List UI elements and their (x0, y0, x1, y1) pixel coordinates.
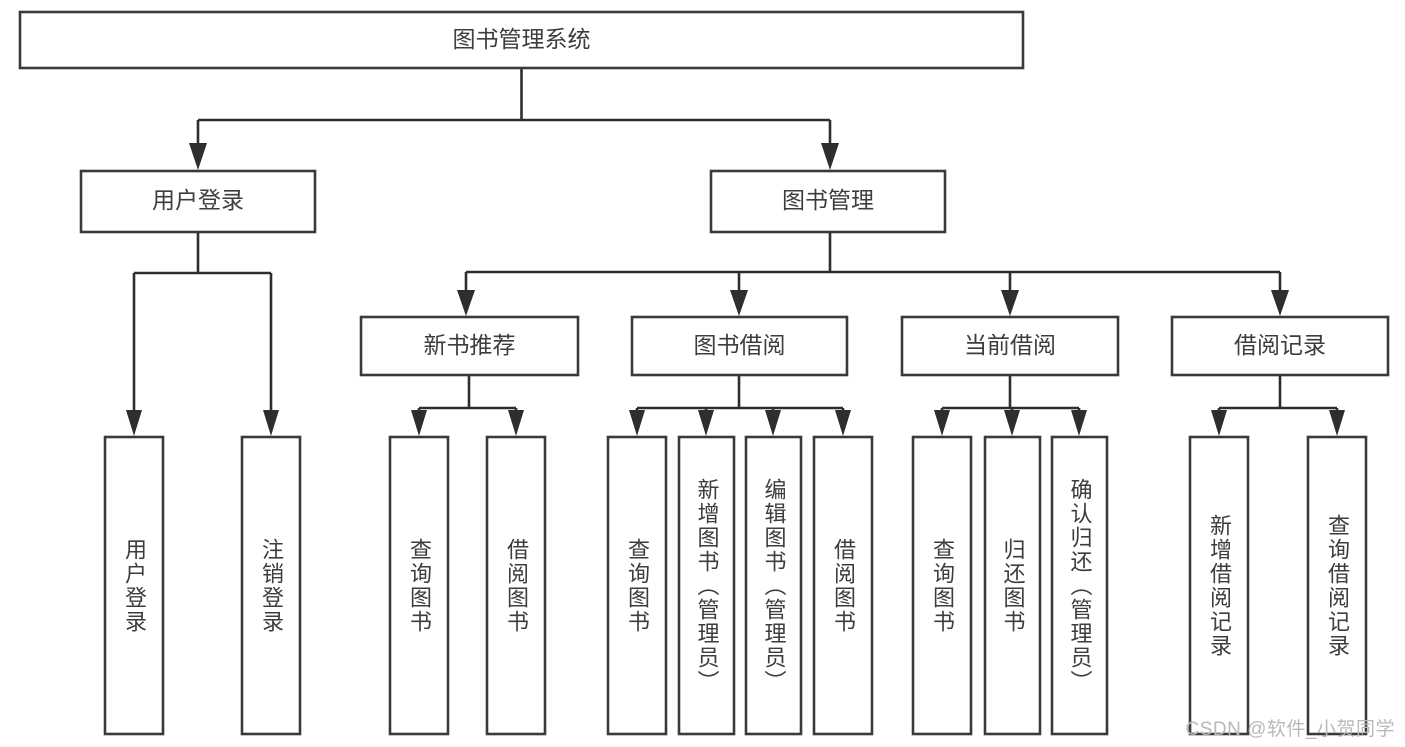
node-leaf-add-book-box[interactable] (677, 435, 736, 736)
node-book-borrow-label: 图书借阅 (694, 332, 786, 358)
arrow-bm-to-book-borrow (730, 290, 748, 316)
node-leaf-confirm-return-box[interactable] (1050, 435, 1109, 736)
node-leaf-query-borrow-record-box[interactable] (1306, 435, 1368, 736)
node-leaf-borrow-book-2-box[interactable] (812, 435, 874, 736)
arrow-bm-to-current-borrow (1001, 290, 1019, 316)
node-root[interactable]: 图书管理系统 (18, 10, 1025, 70)
node-new-book-recommend-label: 新书推荐 (424, 332, 516, 358)
node-borrow-record[interactable]: 借阅记录 (1170, 315, 1390, 377)
arrow-cb-l2 (1004, 410, 1020, 436)
node-user-login[interactable]: 用户登录 (79, 169, 317, 234)
node-book-borrow-box[interactable] (630, 315, 849, 377)
node-root-box[interactable] (18, 10, 1025, 70)
node-leaf-return-book-box[interactable] (983, 435, 1042, 736)
node-leaf-query-book-3-box[interactable] (911, 435, 973, 736)
node-borrow-record-label: 借阅记录 (1234, 332, 1326, 358)
node-current-borrow-box[interactable] (900, 315, 1120, 377)
connector-group-user-login (126, 232, 279, 436)
arrow-bb-l3 (765, 410, 781, 436)
node-current-borrow[interactable]: 当前借阅 (900, 315, 1120, 377)
node-borrow-record-box[interactable] (1170, 315, 1390, 377)
node-leaf-borrow-book-1-box[interactable] (485, 435, 547, 736)
node-leaf-add-borrow-record-box[interactable] (1188, 435, 1250, 736)
arrow-bb-l1 (629, 410, 645, 436)
arrow-root-to-book-manage (821, 143, 839, 170)
connector-group-borrow-record (1211, 375, 1345, 436)
connector-group-book-manage (457, 232, 1289, 316)
arrow-user-login-l2 (263, 410, 279, 436)
csdn-watermark: CSDN @软件_小贺同学 (1185, 719, 1395, 740)
connector-group-root (189, 68, 839, 170)
arrow-bm-to-new-book-recommend (457, 290, 475, 316)
node-root-label: 图书管理系统 (453, 26, 591, 52)
connector-group-current-borrow (934, 375, 1087, 436)
arrow-br-l1 (1211, 410, 1227, 436)
arrow-user-login-l1 (126, 410, 142, 436)
node-user-login-box[interactable] (79, 169, 317, 234)
arrow-br-l2 (1329, 410, 1345, 436)
node-leaf-query-book-1-box[interactable] (388, 435, 450, 736)
connector-group-new-book-recommend (411, 375, 524, 436)
arrow-nbr-l1 (411, 410, 427, 436)
arrow-bm-to-borrow-record (1271, 290, 1289, 316)
node-book-manage[interactable]: 图书管理 (709, 169, 947, 234)
node-book-borrow[interactable]: 图书借阅 (630, 315, 849, 377)
arrow-bb-l4 (835, 410, 851, 436)
arrow-nbr-l2 (508, 410, 524, 436)
arrow-cb-l3 (1071, 410, 1087, 436)
node-leaf-edit-book-box[interactable] (744, 435, 803, 736)
connector-group-book-borrow (629, 375, 851, 436)
node-current-borrow-label: 当前借阅 (964, 332, 1056, 358)
node-book-manage-box[interactable] (709, 169, 947, 234)
node-leaf-user-login-box[interactable] (103, 435, 165, 736)
node-leaf-logout-box[interactable] (240, 435, 302, 736)
arrow-cb-l1 (934, 410, 950, 436)
node-book-manage-label: 图书管理 (782, 187, 874, 213)
arrow-root-to-user-login (189, 143, 207, 170)
leaf-boxes (103, 435, 1368, 736)
arrow-bb-l2 (698, 410, 714, 436)
node-user-login-label: 用户登录 (152, 187, 244, 213)
node-new-book-recommend[interactable]: 新书推荐 (359, 315, 580, 377)
node-new-book-recommend-box[interactable] (359, 315, 580, 377)
node-leaf-query-book-2-box[interactable] (606, 435, 668, 736)
